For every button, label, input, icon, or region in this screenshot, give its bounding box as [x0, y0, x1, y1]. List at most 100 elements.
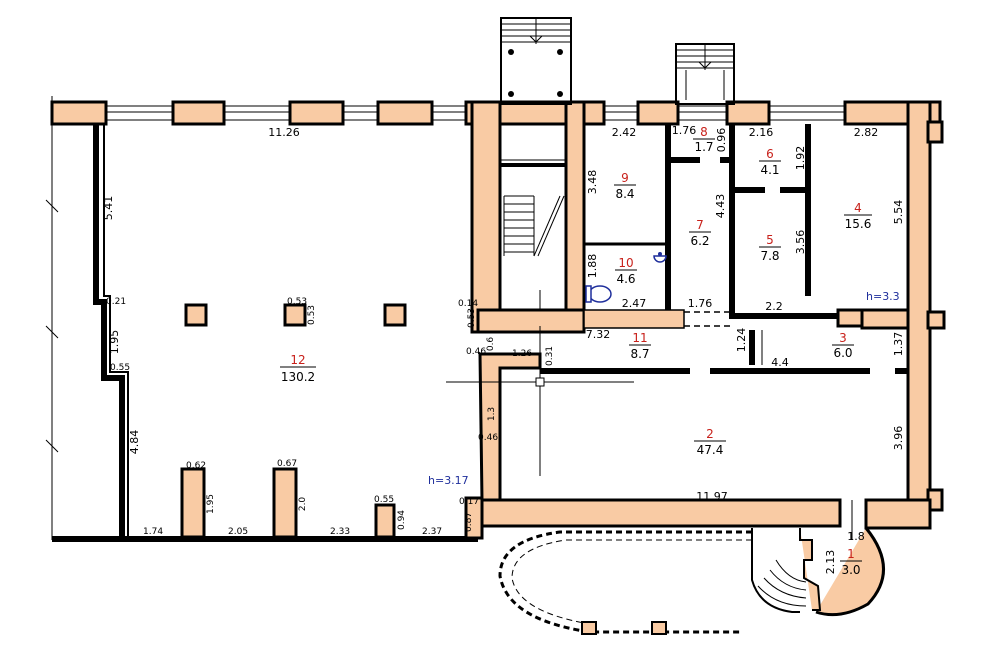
svg-text:6.2: 6.2	[690, 234, 709, 248]
room-2-label: 2 47.4	[694, 427, 726, 457]
svg-text:3.0: 3.0	[841, 563, 860, 577]
svg-text:6.0: 6.0	[833, 346, 852, 360]
svg-text:0.67: 0.67	[277, 459, 297, 469]
svg-text:2.42: 2.42	[612, 126, 637, 139]
stair-walls	[470, 100, 932, 530]
svg-text:0.17: 0.17	[459, 497, 479, 507]
sink-icon	[653, 252, 667, 263]
svg-text:11.97: 11.97	[696, 490, 728, 503]
svg-text:130.2: 130.2	[281, 370, 315, 384]
svg-text:4.1: 4.1	[760, 163, 779, 177]
svg-text:1.95: 1.95	[206, 494, 216, 514]
svg-text:2: 2	[706, 427, 714, 441]
svg-text:2.82: 2.82	[854, 126, 879, 139]
entrance-top-right	[675, 43, 735, 105]
svg-text:0.6: 0.6	[486, 337, 496, 352]
svg-text:1.8: 1.8	[847, 530, 865, 543]
svg-text:4.43: 4.43	[714, 194, 727, 219]
svg-text:5.41: 5.41	[102, 196, 115, 221]
room-6-label: 6 4.1	[759, 147, 781, 177]
svg-text:0.94: 0.94	[397, 510, 407, 530]
hall-pillars	[180, 303, 407, 539]
svg-text:8.4: 8.4	[615, 187, 634, 201]
svg-text:8.7: 8.7	[630, 347, 649, 361]
svg-text:1.26: 1.26	[512, 349, 532, 359]
room-7-label: 7 6.2	[689, 218, 711, 248]
svg-text:10: 10	[618, 256, 633, 270]
svg-text:1.76: 1.76	[688, 297, 713, 310]
svg-text:1.74: 1.74	[143, 527, 163, 537]
svg-text:11: 11	[632, 331, 647, 345]
svg-text:0.55: 0.55	[374, 495, 394, 505]
svg-text:0.55: 0.55	[110, 363, 130, 373]
room-4-label: 4 15.6	[844, 201, 872, 231]
svg-text:3.96: 3.96	[892, 426, 905, 451]
svg-text:12: 12	[290, 353, 305, 367]
svg-text:0.96: 0.96	[715, 128, 728, 153]
svg-text:3.56: 3.56	[794, 230, 807, 255]
svg-text:2.47: 2.47	[622, 297, 647, 310]
svg-text:7: 7	[696, 218, 704, 232]
svg-text:1.24: 1.24	[735, 328, 748, 353]
svg-text:15.6: 15.6	[845, 217, 872, 231]
room-10-label: 10 4.6	[615, 256, 637, 286]
svg-text:2.16: 2.16	[749, 126, 774, 139]
svg-text:1.76: 1.76	[672, 124, 697, 137]
svg-text:8: 8	[700, 125, 708, 139]
svg-text:0.87: 0.87	[464, 512, 474, 532]
svg-text:1.37: 1.37	[892, 332, 905, 357]
room-5-label: 5 7.8	[759, 233, 781, 263]
svg-text:7.32: 7.32	[586, 328, 611, 341]
svg-text:0.14: 0.14	[458, 299, 478, 309]
svg-text:0.46: 0.46	[466, 347, 486, 357]
svg-text:4.4: 4.4	[771, 356, 789, 369]
svg-text:2.37: 2.37	[422, 527, 442, 537]
svg-text:1.7: 1.7	[694, 140, 713, 154]
svg-text:4.84: 4.84	[128, 430, 141, 455]
svg-text:11.26: 11.26	[268, 126, 300, 139]
svg-text:3.48: 3.48	[586, 170, 599, 195]
toilet-icon	[585, 285, 612, 303]
dimension-labels: 11.26 5.41 0.21 1.95 0.55 4.84 1.74 2.05…	[102, 124, 905, 574]
svg-text:0.31: 0.31	[545, 346, 555, 366]
svg-text:h=3.3: h=3.3	[866, 290, 900, 303]
svg-text:2.13: 2.13	[824, 550, 837, 575]
top-wall-left	[50, 100, 586, 126]
ceiling-heights: h=3.17 h=3.3	[428, 290, 900, 487]
left-wall	[45, 96, 129, 540]
svg-text:3: 3	[839, 331, 847, 345]
svg-text:6: 6	[766, 147, 774, 161]
svg-text:0.53: 0.53	[287, 297, 307, 307]
svg-text:9: 9	[621, 171, 629, 185]
svg-text:0.53: 0.53	[467, 308, 477, 328]
svg-text:1.88: 1.88	[586, 254, 599, 279]
svg-text:4.6: 4.6	[616, 272, 635, 286]
room-12-label: 12 130.2	[280, 353, 316, 384]
svg-text:2.33: 2.33	[330, 527, 350, 537]
svg-text:0.53: 0.53	[307, 305, 317, 325]
svg-text:0.62: 0.62	[186, 461, 206, 471]
svg-text:4: 4	[854, 201, 862, 215]
room-8-label: 8 1.7	[693, 125, 715, 154]
svg-text:0.21: 0.21	[106, 297, 126, 307]
interior-partitions	[446, 124, 910, 476]
right-wall	[906, 100, 946, 529]
entrance-top-left	[500, 17, 572, 105]
svg-text:5: 5	[766, 233, 774, 247]
svg-text:2.05: 2.05	[228, 527, 248, 537]
room-11-label: 11 8.7	[629, 331, 651, 361]
top-wall-right	[582, 100, 942, 126]
room-1-label: 1 3.0	[840, 547, 862, 577]
room-3-label: 3 6.0	[832, 331, 854, 360]
svg-text:h=3.17: h=3.17	[428, 474, 469, 487]
svg-text:1: 1	[847, 547, 855, 561]
svg-text:2.2: 2.2	[765, 300, 783, 313]
staircase	[499, 159, 567, 311]
svg-text:7.8: 7.8	[760, 249, 779, 263]
svg-text:1.3: 1.3	[487, 407, 497, 421]
bottom-wall-left	[52, 496, 484, 542]
svg-text:5.54: 5.54	[892, 200, 905, 225]
svg-text:2.0: 2.0	[298, 497, 308, 512]
svg-text:0.46: 0.46	[478, 433, 498, 443]
